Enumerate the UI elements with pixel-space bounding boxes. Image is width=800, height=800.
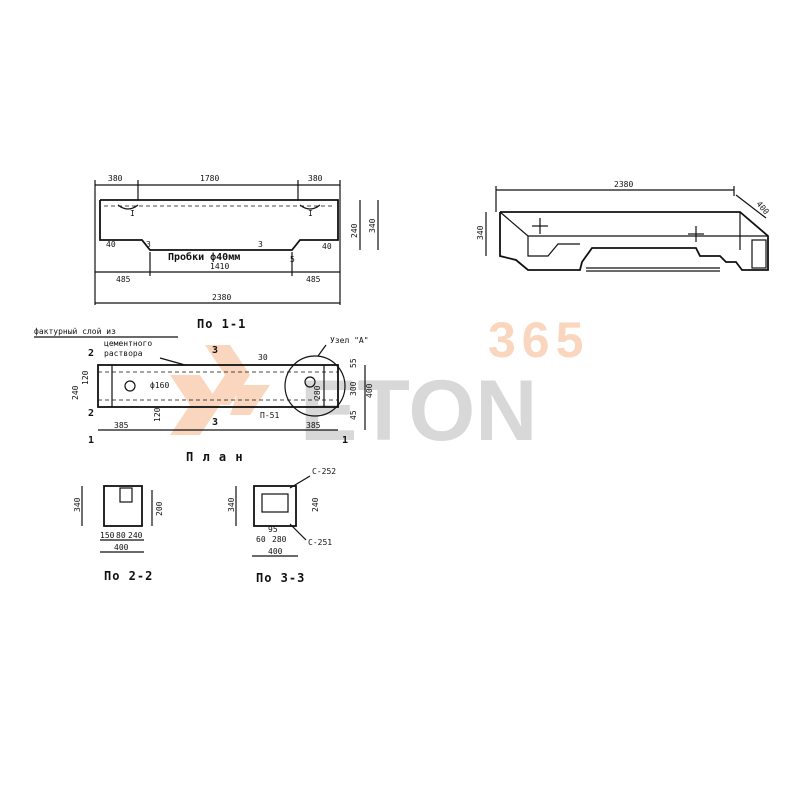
section-1-1-title: По 1-1 [197, 317, 246, 331]
svg-text:120: 120 [153, 407, 162, 422]
svg-text:3: 3 [258, 240, 263, 249]
svg-text:340: 340 [73, 497, 82, 512]
svg-text:3: 3 [212, 345, 218, 356]
svg-text:280: 280 [313, 385, 322, 400]
watermark-eton: ETON [300, 363, 537, 459]
svg-text:I: I [130, 209, 135, 218]
svg-text:60: 60 [256, 535, 266, 544]
svg-text:45: 45 [349, 410, 358, 420]
plan-opening-mark: П-51 [260, 411, 279, 420]
hole-icon [124, 380, 136, 392]
svg-text:3: 3 [212, 417, 218, 428]
svg-text:300: 300 [349, 381, 358, 396]
svg-text:2: 2 [88, 408, 94, 419]
svg-text:400: 400 [268, 547, 283, 556]
elev-dim-left: 380 [108, 174, 123, 183]
svg-text:240: 240 [311, 497, 320, 512]
section-3-3-mark-bottom: С-251 [308, 538, 332, 547]
elev-dim-40-right: 40 [322, 242, 332, 251]
svg-text:95: 95 [268, 525, 278, 534]
isometric-view: 2380 400 340 [476, 180, 771, 272]
svg-text:485: 485 [306, 275, 321, 284]
svg-text:I: I [308, 209, 313, 218]
iso-dim-height: 340 [476, 225, 485, 240]
svg-text:150: 150 [100, 531, 115, 540]
elev-dim-40-left: 40 [106, 240, 116, 249]
node-a-circle [284, 355, 346, 417]
section-3-3-view: 340 240 С-252 С-251 95 60 280 400 [227, 467, 336, 557]
svg-text:385: 385 [114, 421, 129, 430]
cross-mark-icon [532, 218, 548, 234]
svg-text:80: 80 [116, 531, 126, 540]
svg-text:2: 2 [88, 348, 94, 359]
svg-text:240: 240 [71, 385, 80, 400]
plan-title: П л а н [186, 450, 244, 464]
iso-dim-length: 2380 [614, 180, 633, 189]
elev-dim-middle: 1780 [200, 174, 219, 183]
svg-text:1: 1 [88, 435, 94, 446]
cross-mark-icon [688, 226, 704, 242]
svg-text:240: 240 [350, 223, 359, 238]
svg-text:1410: 1410 [210, 262, 229, 271]
section-3-3-mark-top: С-252 [312, 467, 336, 476]
svg-text:485: 485 [116, 275, 131, 284]
elevation-view: 380 1780 380 I I 40 3 3 5 40 Пробки ф40м… [94, 174, 379, 305]
svg-text:340: 340 [227, 497, 236, 512]
plan-note-layer-1: фактурный слой из [34, 327, 116, 336]
section-2-2-title: По 2-2 [104, 569, 153, 583]
watermark-logo-icon [170, 345, 270, 435]
svg-text:280: 280 [272, 535, 287, 544]
svg-text:240: 240 [128, 531, 143, 540]
svg-text:55: 55 [349, 358, 358, 368]
plan-note-layer-3: раствора [104, 349, 143, 358]
watermark-365: 365 [488, 312, 589, 368]
plan-view: фактурный слой из цементного раствора ф1… [34, 327, 374, 446]
svg-text:340: 340 [368, 218, 377, 233]
svg-text:3: 3 [146, 240, 151, 249]
svg-text:200: 200 [155, 501, 164, 516]
svg-text:400: 400 [114, 543, 129, 552]
plan-note-layer-2: цементного [104, 339, 152, 348]
elev-plug-note: Пробки ф40мм [168, 251, 240, 263]
section-2-2-view: 340 200 150 80 240 400 [73, 485, 164, 553]
iso-dim-width: 400 [754, 200, 770, 217]
svg-text:1: 1 [342, 435, 348, 446]
svg-text:30: 30 [258, 353, 268, 362]
plan-node-label: Узел "А" [330, 336, 369, 345]
watermark: 365 ETON [170, 312, 589, 459]
svg-text:400: 400 [365, 383, 374, 398]
svg-text:385: 385 [306, 421, 321, 430]
plan-hole-dim: ф160 [150, 381, 169, 390]
svg-text:120: 120 [81, 370, 90, 385]
section-3-3-title: По 3-3 [256, 571, 305, 585]
elev-dim-overall: 2380 [212, 293, 231, 302]
elev-dim-right: 380 [308, 174, 323, 183]
